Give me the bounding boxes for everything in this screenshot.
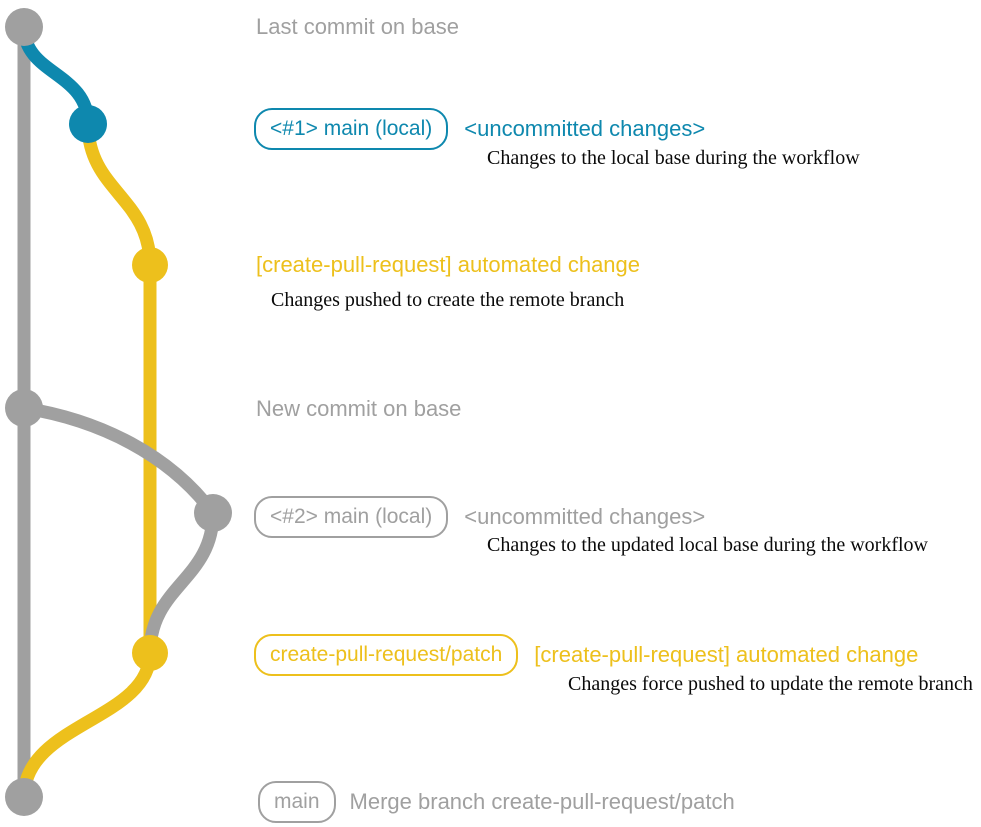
label-last-commit-on-base: Last commit on base	[256, 14, 459, 39]
row-merge: main Merge branch create-pull-request/pa…	[258, 781, 735, 823]
branch-badge-local-2[interactable]: <#2> main (local)	[254, 496, 449, 538]
commit-description-patch-2: Changes force pushed to update the remot…	[568, 673, 973, 695]
commit-description-patch-1: Changes pushed to create the remote bran…	[271, 289, 625, 311]
commit-description-local-2: Changes to the updated local base during…	[487, 534, 928, 556]
commit-description-local-1: Changes to the local base during the wor…	[487, 147, 860, 169]
label-new-commit-on-base: New commit on base	[256, 396, 462, 421]
branch-badge-patch[interactable]: create-pull-request/patch	[254, 634, 519, 676]
commit-subject-patch-1: [create-pull-request] automated change	[256, 252, 641, 277]
commit-node-merge	[5, 778, 43, 816]
commit-subject-merge: Merge branch create-pull-request/patch	[349, 789, 735, 814]
row-local-2: <#2> main (local) <uncommitted changes>	[254, 496, 705, 538]
row-patch-2: create-pull-request/patch [create-pull-r…	[254, 634, 918, 676]
row-patch-1: [create-pull-request] automated change	[256, 254, 640, 276]
commit-node-base-top	[5, 8, 43, 46]
branch-badge-main[interactable]: main	[258, 781, 336, 823]
commit-subject-local-2: <uncommitted changes>	[464, 504, 706, 529]
commit-subject-patch-2: [create-pull-request] automated change	[534, 642, 919, 667]
commit-node-patch-1	[132, 247, 168, 283]
commit-node-base-new	[5, 389, 43, 427]
base-update-branch-line	[17, 401, 220, 520]
commit-node-local-1	[69, 105, 107, 143]
commit-node-local-2	[194, 494, 232, 532]
branch-badge-local-1[interactable]: <#1> main (local)	[254, 108, 449, 150]
row-local-1: <#1> main (local) <uncommitted changes>	[254, 108, 705, 150]
local2-to-patch2-line	[143, 506, 220, 660]
patch-branch-line-upper	[81, 117, 157, 272]
merge-line	[17, 646, 157, 804]
commit-node-patch-2	[132, 635, 168, 671]
commit-subject-local-1: <uncommitted changes>	[464, 116, 706, 141]
